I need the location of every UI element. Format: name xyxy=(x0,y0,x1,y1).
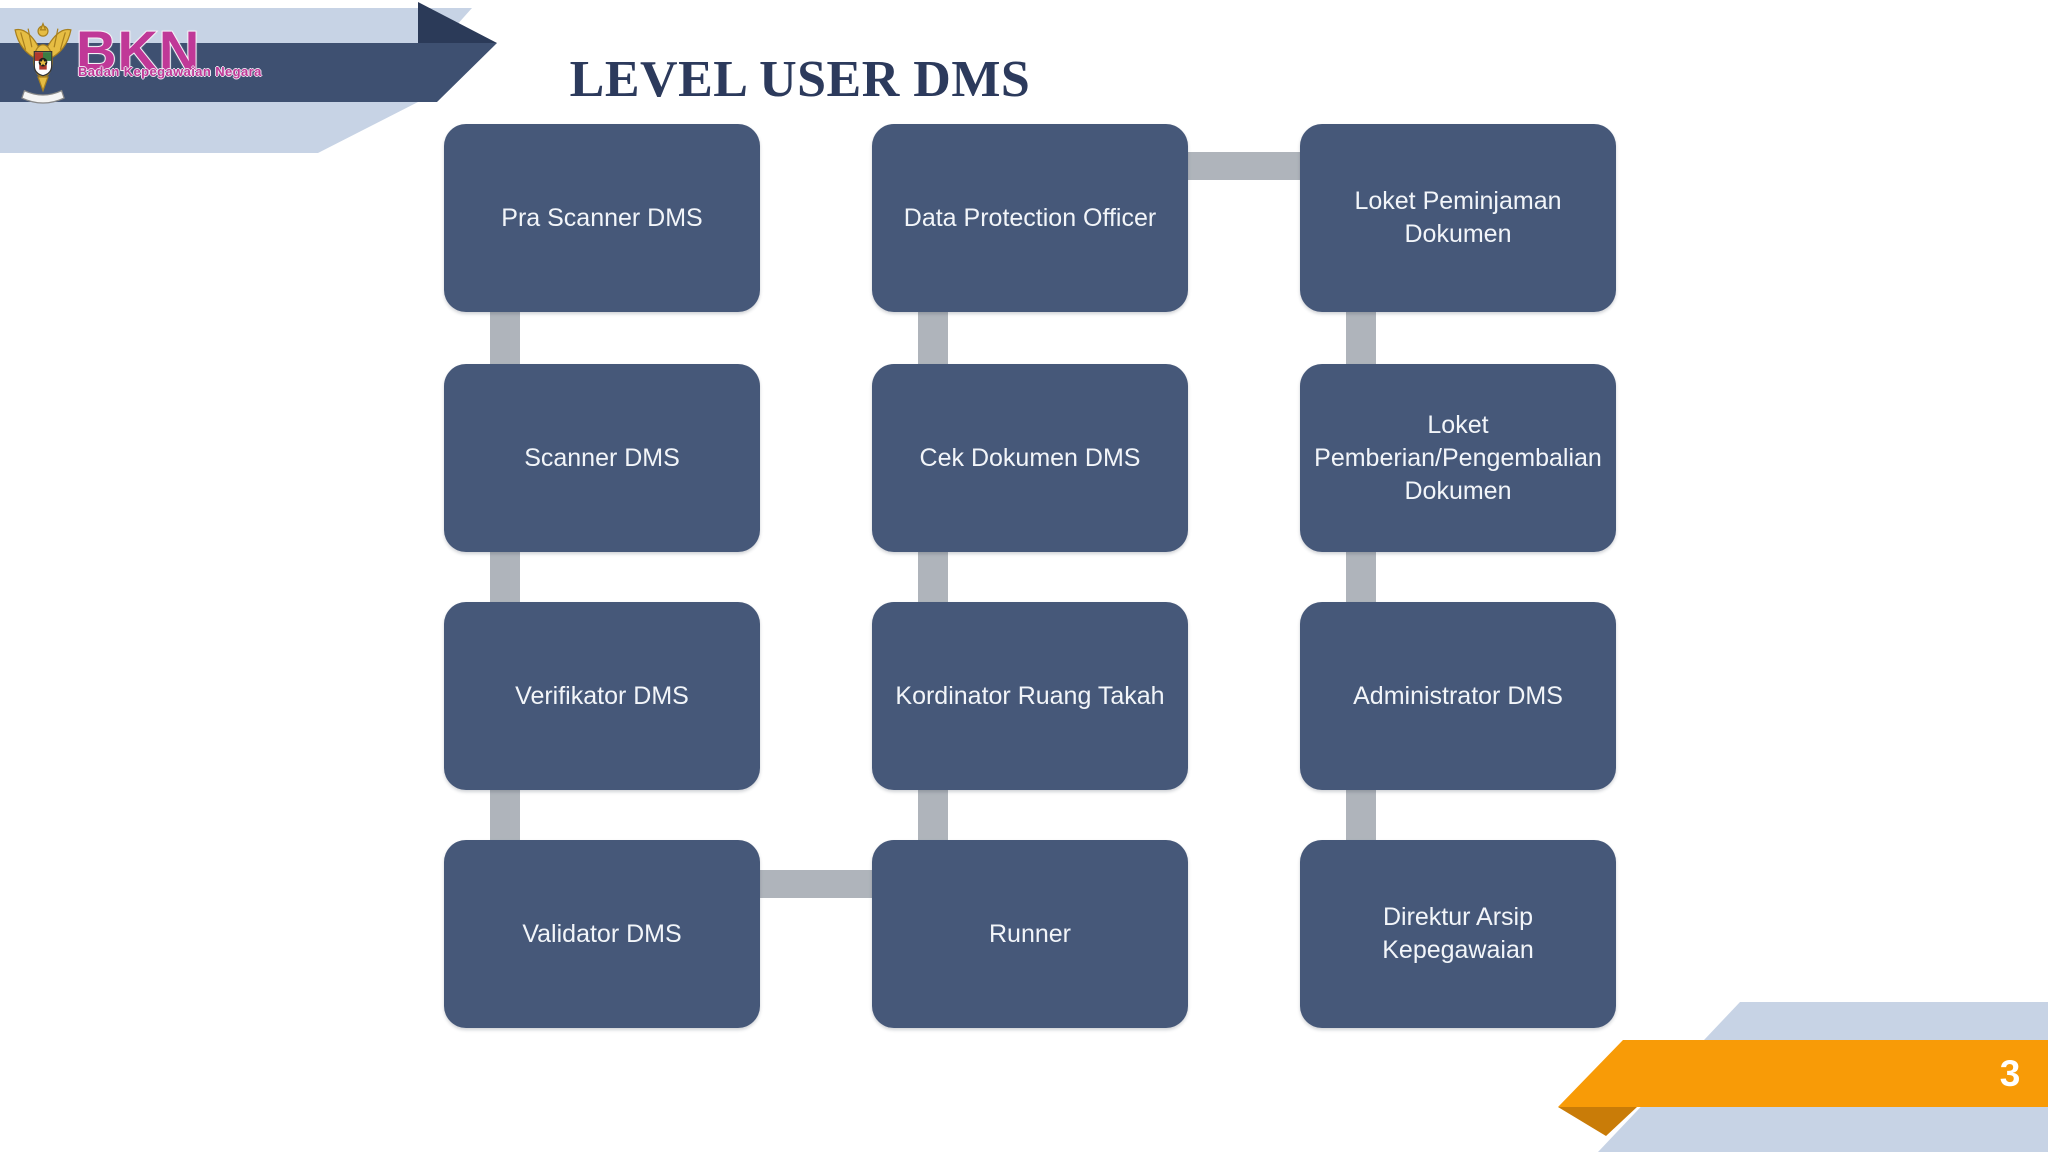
org-box-scanner-dms: Scanner DMS xyxy=(444,364,760,552)
org-box-cek-dokumen-dms: Cek Dokumen DMS xyxy=(872,364,1188,552)
vertical-connector-col1-r1r2 xyxy=(490,306,520,368)
org-box-label: Kordinator Ruang Takah xyxy=(895,681,1165,710)
bkn-logo-subtitle: Badan Kepegawaian Negara xyxy=(78,64,262,79)
org-box-kordinator-ruang-takah: Kordinator Ruang Takah xyxy=(872,602,1188,790)
vertical-connector-col2-r3r4 xyxy=(918,784,948,846)
org-box-direktur-arsip-kepegawaian: Direktur Arsip Kepegawaian xyxy=(1300,840,1616,1028)
org-box-label: Validator DMS xyxy=(522,919,682,948)
page-number-badge: 3 xyxy=(1999,1053,2021,1094)
org-box-label: Data Protection Officer xyxy=(903,203,1157,232)
vertical-connector-col3-r2r3 xyxy=(1346,546,1376,608)
org-box-label: Verifikator DMS xyxy=(515,681,689,710)
vertical-connector-col3-r1r2 xyxy=(1346,306,1376,368)
org-box-label: Direktur Arsip Kepegawaian xyxy=(1382,903,1534,964)
org-box-label: Loket Pemberian/Pengembalian Dokumen xyxy=(1314,410,1602,505)
org-box-runner: Runner xyxy=(872,840,1188,1028)
header-ribbon xyxy=(0,43,497,102)
vertical-connector-col2-r1r2 xyxy=(918,306,948,368)
org-box-label: Scanner DMS xyxy=(524,443,680,472)
org-box-loket-pemberian-pengembalian-dokumen: Loket Pemberian/Pengembalian Dokumen xyxy=(1300,364,1616,552)
org-box-label: Runner xyxy=(989,919,1071,948)
org-box-loket-peminjaman-dokumen: Loket Peminjaman Dokumen xyxy=(1300,124,1616,312)
org-box-pra-scanner-dms: Pra Scanner DMS xyxy=(444,124,760,312)
org-box-verifikator-dms: Verifikator DMS xyxy=(444,602,760,790)
org-box-label: Loket Peminjaman Dokumen xyxy=(1354,187,1562,248)
vertical-connector-col2-r2r3 xyxy=(918,546,948,608)
horizontal-connector-dpo-loket xyxy=(1184,152,1304,180)
vertical-connector-col1-r2r3 xyxy=(490,546,520,608)
page-title: LEVEL USER DMS xyxy=(569,51,1031,108)
bkn-logo: BKN Badan Kepegawaian Negara xyxy=(12,14,342,124)
org-box-label: Pra Scanner DMS xyxy=(501,203,703,232)
org-box-validator-dms: Validator DMS xyxy=(444,840,760,1028)
org-box-label: Administrator DMS xyxy=(1353,681,1563,710)
vertical-connector-col1-r3r4 xyxy=(490,784,520,846)
vertical-connector-col3-r3r4 xyxy=(1346,784,1376,846)
org-box-label: Cek Dokumen DMS xyxy=(919,443,1141,472)
horizontal-connector-validator-runner xyxy=(756,870,876,898)
org-box-data-protection-officer: Data Protection Officer xyxy=(872,124,1188,312)
org-box-administrator-dms: Administrator DMS xyxy=(1300,602,1616,790)
bkn-logo-text: BKN xyxy=(75,18,201,83)
garuda-pancasila-icon xyxy=(14,22,72,104)
